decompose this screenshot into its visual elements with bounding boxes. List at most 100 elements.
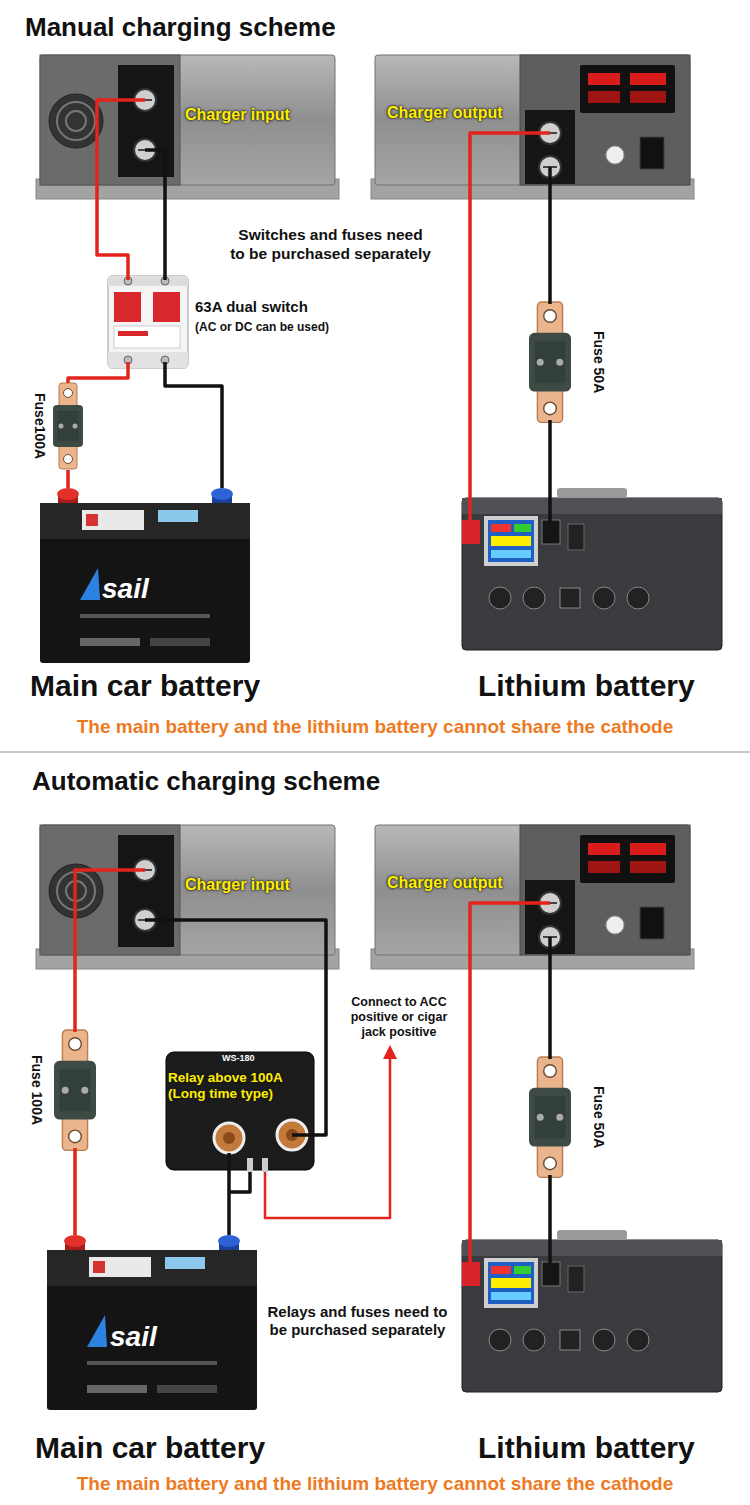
warning-caption: The main battery and the lithium battery…: [77, 716, 674, 739]
wire-stub: [229, 1172, 250, 1192]
purchase-note: Relays and fuses need to be purchased se…: [255, 1303, 460, 1339]
car-battery-drawing: [40, 488, 250, 663]
lithium-battery: Lithium battery: [455, 480, 730, 710]
wire-stub: [163, 270, 167, 280]
wire: [318, 990, 326, 1135]
charger-unit: Charger input: [40, 825, 335, 990]
wire-stub: [163, 362, 167, 372]
relay-drawing: [247, 1158, 253, 1172]
section-heading: Automatic charging scheme: [32, 766, 380, 797]
switch-drawing: [108, 352, 188, 368]
wire-stub: [470, 133, 550, 215]
panel-divider: [0, 751, 750, 753]
charger-unit: Charger output: [375, 55, 690, 215]
relay-drawing: [166, 1052, 314, 1170]
wire: [468, 985, 472, 1222]
switch-drawing: [118, 331, 148, 336]
battery-name: Main car battery: [35, 1430, 265, 1466]
brand-logo: sail: [110, 1320, 157, 1354]
wire-stub: [470, 903, 550, 985]
wire: [548, 1200, 552, 1222]
acc-arrow: [383, 1045, 397, 1059]
wire-stub: [126, 270, 130, 280]
fuse-rating: Fuse 50A: [590, 331, 607, 393]
wire: [468, 215, 472, 480]
wire-stub: [73, 1005, 77, 1032]
car-battery-drawing: [47, 1235, 257, 1410]
wire-stub: [468, 1222, 472, 1264]
switch-drawing: [108, 276, 188, 286]
wire: [548, 985, 552, 1035]
wire-stub: [548, 420, 552, 445]
wire-stub: [97, 100, 145, 215]
wire-stub: [548, 937, 552, 985]
wire-stub: [145, 150, 550, 522]
wire: [73, 990, 77, 1005]
relay-drawing: [214, 1123, 244, 1153]
switch-drawing: [114, 292, 141, 322]
fuse-drawing: [529, 1057, 571, 1177]
charger-drawing: [371, 825, 694, 969]
switch-drawing: [114, 326, 180, 348]
car-battery: Main car battery: [28, 488, 308, 710]
wire-stub: [145, 150, 165, 215]
acc-arrow: [265, 1045, 397, 1218]
wire-stub: [126, 362, 130, 372]
wire-stub: [145, 920, 326, 990]
wire: [165, 372, 222, 488]
wire-stub: [468, 480, 472, 522]
fuse-drawing: [54, 1030, 96, 1150]
wire: [66, 470, 70, 488]
dual-switch: 63A dual switch (AC or DC can be used): [100, 270, 360, 372]
inline-fuse: Fuse 100A: [25, 1005, 100, 1175]
brand-logo: sail: [102, 572, 149, 606]
inline-fuse: Fuse 50A: [515, 1035, 615, 1200]
wire: [548, 445, 552, 480]
fuse-rating: Fuse 100A: [28, 1055, 45, 1125]
fuse-drawing: [53, 383, 83, 469]
charger-drawing: [36, 55, 339, 199]
fuse-drawing: [529, 302, 571, 422]
battery-name: Main car battery: [30, 668, 260, 704]
wire-stub: [292, 1133, 318, 1137]
fuse-rating: Fuse100A: [31, 393, 48, 459]
wire: [227, 1176, 231, 1235]
lithium-battery-drawing: [462, 1230, 722, 1392]
battery-name: Lithium battery: [478, 1430, 695, 1466]
wire-stub: [73, 1148, 77, 1175]
switch-drawing: [108, 276, 188, 368]
fuse-rating: Fuse 50A: [590, 1086, 607, 1148]
wire-stub: [548, 1222, 552, 1264]
switch-label: 63A dual switch: [195, 298, 308, 316]
purchase-note: Switches and fuses need to be purchased …: [208, 226, 453, 263]
device-label: Charger input: [185, 105, 290, 124]
lithium-battery-drawing: [462, 488, 722, 650]
switch-drawing: [153, 292, 180, 322]
lithium-battery: Lithium battery: [458, 1222, 730, 1470]
acc-note: Connect to ACC positive or cigar jack po…: [334, 995, 464, 1040]
charger-unit: Charger input: [40, 55, 335, 215]
wire-stub: [548, 480, 552, 522]
wire-stub: [97, 100, 550, 522]
warning-caption: The main battery and the lithium battery…: [77, 1473, 674, 1496]
section-heading: Manual charging scheme: [25, 12, 336, 43]
wire-stub: [145, 920, 550, 1264]
relay-drawing: [223, 1132, 235, 1144]
model-number: WS-180: [222, 1053, 255, 1064]
relay-label: Relay above 100A (Long time type): [168, 1070, 314, 1102]
wire: [68, 372, 128, 383]
wire-stub: [548, 167, 552, 215]
device-label: Charger output: [387, 873, 503, 892]
relay: Relay above 100A (Long time type): [162, 1048, 318, 1176]
battery-name: Lithium battery: [478, 668, 695, 704]
wire-stub: [227, 1153, 231, 1176]
wire: [163, 215, 167, 270]
device-label: Charger input: [185, 875, 290, 894]
wire: [97, 215, 128, 270]
charger-unit: Charger output: [375, 825, 690, 985]
switch-drawing: [108, 276, 188, 368]
switch-note: (AC or DC can be used): [195, 320, 329, 334]
